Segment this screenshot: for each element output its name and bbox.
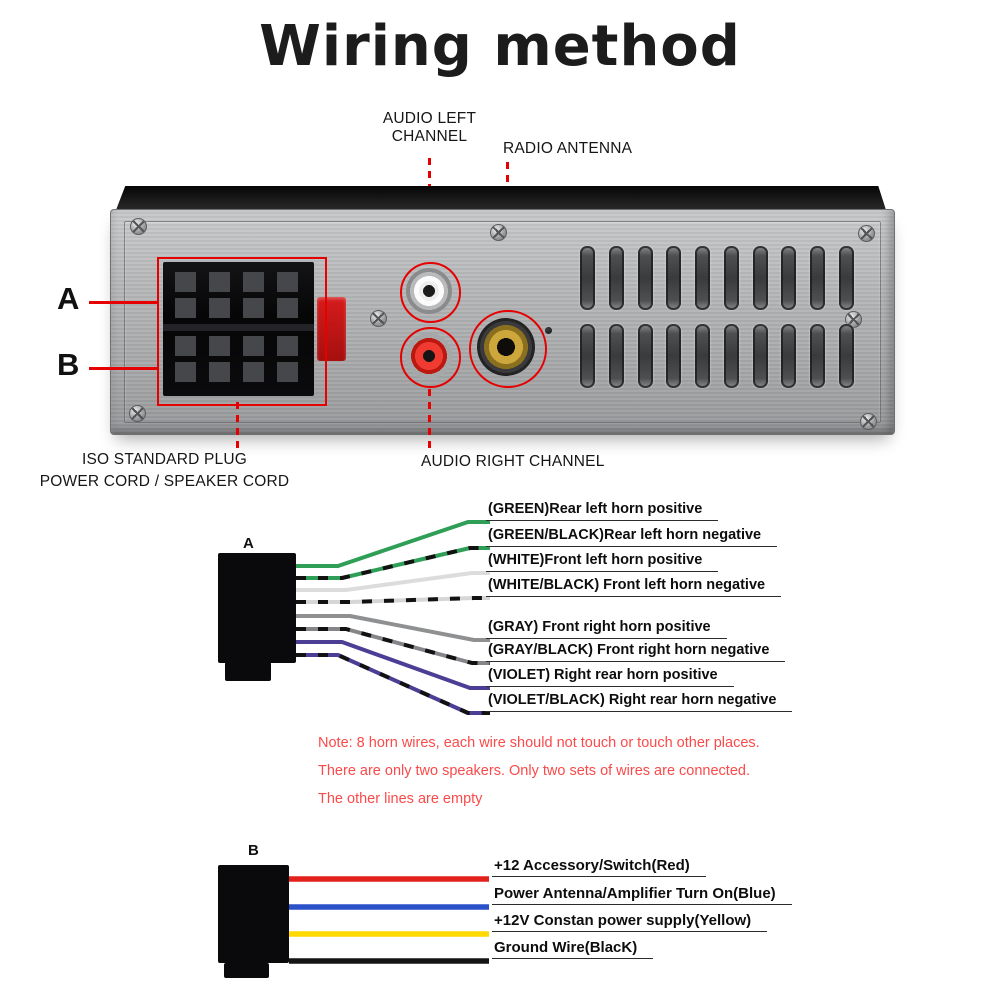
connector-b-foot: [224, 963, 269, 978]
connector-b-label: B: [248, 842, 259, 859]
label-audio-right-channel: AUDIO RIGHT CHANNEL: [421, 453, 605, 470]
antenna-highlight-ring: [469, 310, 547, 388]
screw-icon: [860, 413, 877, 430]
leader-audio-right: [428, 389, 431, 449]
connector-a-block: [218, 553, 296, 663]
screw-icon: [129, 405, 146, 422]
connector-a-foot: [225, 662, 271, 681]
note-line-1: Note: 8 horn wires, each wire should not…: [318, 735, 760, 751]
vent-grid-top: [580, 246, 854, 310]
wire-green-black: [296, 546, 490, 580]
wire-label-ground: Ground Wire(BlacK): [492, 940, 654, 959]
vent-slot: [752, 246, 768, 310]
audio-right-highlight-ring: [400, 327, 461, 388]
panel-label-b: B: [57, 347, 80, 382]
iso-pin-row: [175, 336, 302, 356]
screw-icon: [490, 224, 507, 241]
vent-slot: [608, 246, 624, 310]
leader-iso-plug: [236, 402, 239, 448]
vent-slot: [666, 324, 682, 388]
wire-label-violet-positive: (VIOLET) Right rear horn positive: [486, 668, 734, 687]
vent-slot: [637, 246, 653, 310]
iso-highlight-box: [157, 257, 327, 406]
wire-gray-black: [296, 627, 490, 665]
iso-pin-row: [175, 362, 302, 382]
fuse-holder: [317, 297, 346, 361]
wire-violet-black-stripe: [296, 653, 490, 715]
vent-slot: [838, 246, 854, 310]
connector-a-label: A: [243, 535, 254, 552]
vent-slot: [580, 246, 595, 310]
vent-slot: [608, 324, 624, 388]
vent-slot: [723, 324, 739, 388]
label-audio-left-channel: AUDIO LEFT CHANNEL: [382, 110, 477, 145]
vent-slot: [695, 246, 711, 310]
vent-slot: [810, 246, 826, 310]
leader-b: [89, 367, 157, 370]
audio-left-highlight-ring: [400, 262, 461, 323]
iso-pin-row: [175, 272, 302, 292]
wire-white-black: [296, 596, 490, 604]
wire-label-constant-power: +12V Constan power supply(Yellow): [492, 913, 768, 932]
wire-label-white-positive: (WHITE)Front left horn positive: [486, 553, 719, 572]
vent-slot: [723, 246, 739, 310]
vent-slot: [666, 246, 682, 310]
wire-label-green-negative: (GREEN/BLACK)Rear left horn negative: [486, 528, 778, 547]
panel-label-a: A: [57, 281, 80, 316]
label-iso-plug-line1: ISO STANDARD PLUG: [81, 451, 248, 468]
wire-violet-black: [296, 653, 490, 715]
vent-slot: [580, 324, 595, 388]
note-line-3: The other lines are empty: [318, 791, 483, 807]
wire-label-violet-negative: (VIOLET/BLACK) Right rear horn negative: [486, 693, 793, 712]
wire-label-accessory: +12 Accessory/Switch(Red): [492, 858, 706, 877]
vent-grid-bottom: [580, 324, 854, 388]
panel-hole: [545, 327, 552, 334]
vent-slot: [752, 324, 768, 388]
iso-pin-row: [175, 298, 302, 318]
page-title: Wiring method: [259, 14, 741, 79]
iso-divider: [163, 324, 314, 331]
wire-green-black-stripe: [296, 546, 490, 580]
vent-slot: [695, 324, 711, 388]
label-iso-plug-line2: POWER CORD / SPEAKER CORD: [39, 473, 290, 490]
note-line-2: There are only two speakers. Only two se…: [318, 763, 750, 779]
connector-b-block: [218, 865, 289, 963]
screw-icon: [858, 225, 875, 242]
vent-slot: [637, 324, 653, 388]
wire-label-white-negative: (WHITE/BLACK) Front left horn negative: [486, 578, 782, 597]
label-radio-antenna: RADIO ANTENNA: [503, 140, 633, 157]
vent-slot: [838, 324, 854, 388]
device-top-edge: [116, 186, 886, 210]
wire-gray: [296, 614, 490, 642]
screw-icon: [130, 218, 147, 235]
iso-connector-socket: [163, 262, 314, 396]
wire-label-green-positive: (GREEN)Rear left horn positive: [486, 502, 719, 521]
wire-white-black-stripe: [296, 596, 490, 604]
wire-white: [296, 571, 490, 592]
wire-label-gray-positive: (GRAY) Front right horn positive: [486, 620, 727, 639]
vent-slot: [810, 324, 826, 388]
wire-label-gray-negative: (GRAY/BLACK) Front right horn negative: [486, 643, 786, 662]
vent-slot: [781, 246, 797, 310]
vent-slot: [781, 324, 797, 388]
wire-gray-black-stripe: [296, 627, 490, 665]
wire-green: [296, 520, 490, 568]
wire-label-power-antenna: Power Antenna/Amplifier Turn On(Blue): [492, 886, 792, 905]
wire-violet: [296, 640, 490, 690]
panel-inner-plate: [124, 221, 881, 423]
leader-a: [89, 301, 157, 304]
screw-icon: [370, 310, 387, 327]
